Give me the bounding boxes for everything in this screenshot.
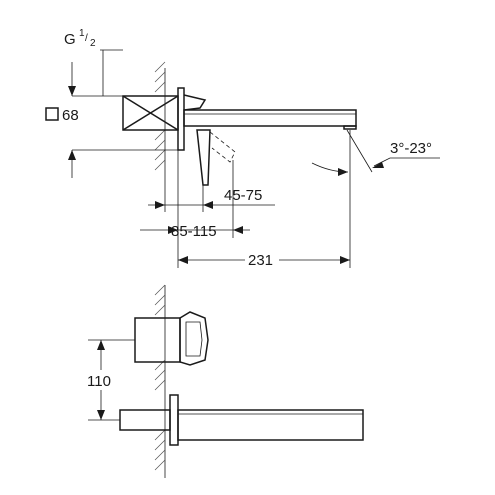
- bottom-view: 110: [84, 284, 364, 478]
- top-view: G 1 / 2 68 3°-23° 45-75 85-115: [45, 28, 440, 269]
- spout-base: [119, 409, 171, 431]
- angle-line-a: [346, 129, 373, 173]
- spout-projection-label: 231: [248, 252, 273, 269]
- aerator: [343, 125, 357, 130]
- thread-fraction-den: 2: [90, 38, 96, 49]
- handle-top: [183, 94, 207, 111]
- thread-label: G: [64, 31, 76, 48]
- mixer-depth-label: 85-115: [171, 223, 217, 240]
- rosette-size-label: 68: [62, 107, 79, 124]
- spout-height-label: 110: [87, 373, 111, 390]
- thread-fraction-slash: /: [85, 33, 88, 44]
- wall-hatch-bottom: [154, 284, 166, 478]
- lever-swing: [209, 131, 236, 163]
- thread-fraction-num: 1: [79, 28, 85, 39]
- handle-block: [134, 317, 181, 363]
- wall-plate-top: [177, 87, 185, 151]
- handle-knob: [179, 311, 209, 366]
- spout-front: [177, 409, 364, 441]
- square-outline-icon: [45, 107, 59, 121]
- spout-top: [183, 109, 357, 127]
- wall-hatch-top: [154, 61, 166, 171]
- lever: [196, 129, 211, 186]
- swivel-angle-label: 3°-23°: [390, 140, 432, 157]
- wall-plate-bottom: [169, 394, 179, 446]
- wall-depth-label: 45-75: [224, 187, 262, 204]
